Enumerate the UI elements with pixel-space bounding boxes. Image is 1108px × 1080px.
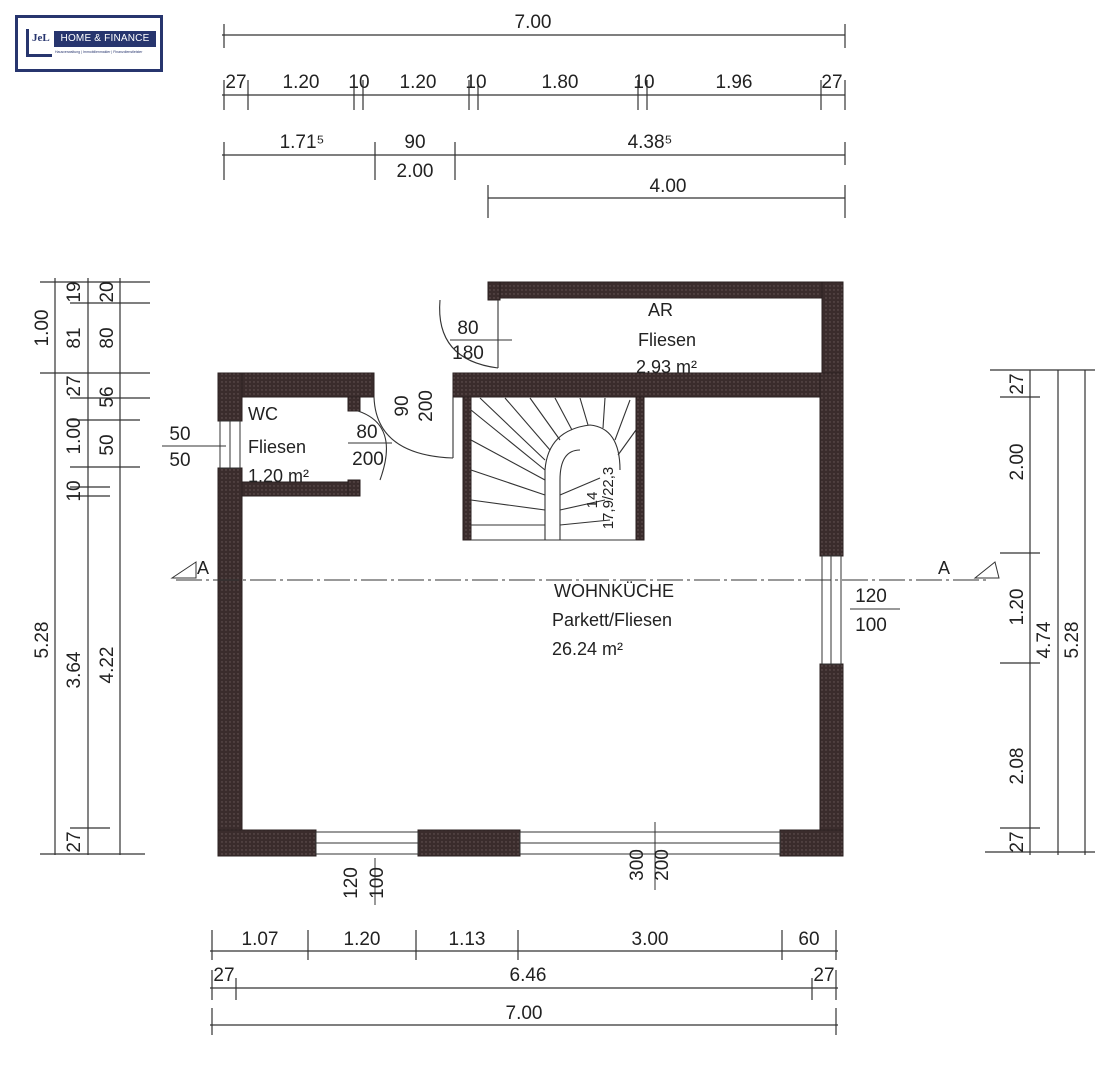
dim-top-detail: 10 — [465, 72, 486, 93]
dim-left: 80 — [97, 327, 118, 348]
window-south-height: 100 — [367, 867, 388, 899]
dim-top-detail: 1.96 — [716, 72, 753, 93]
dim-left: 20 — [97, 281, 118, 302]
opening-texts: 80 180 90 200 80 200 50 50 120 100 120 1… — [169, 318, 886, 899]
stair-labels: 14 17,9/22,3 — [584, 467, 617, 530]
logo-name: HOME & FINANCE — [54, 31, 156, 47]
door-swings — [357, 299, 499, 481]
section-line: A A — [170, 558, 1000, 581]
stair-step: 17,9/22,3 — [600, 467, 617, 530]
room-ar: AR Fliesen 2.93 m² — [636, 300, 697, 377]
dim-top-detail: 27 — [821, 72, 842, 93]
dim-bottom: 60 — [798, 929, 819, 950]
window-east-width: 120 — [855, 586, 887, 607]
door-main-height: 200 — [416, 390, 437, 422]
dim-left: 3.64 — [64, 651, 85, 688]
top-dimension-labels: 7.00 27 1.20 10 1.20 10 1.80 10 1.96 27 … — [225, 12, 842, 197]
door-ar-height: 180 — [452, 343, 484, 364]
room-wc: WC Fliesen 1.20 m² — [248, 404, 309, 486]
logo-tagline: Hausverwaltung | Immobilienmakler | Fina… — [55, 50, 143, 54]
staircase — [470, 397, 637, 541]
dim-bottom: 27 — [813, 965, 834, 986]
room-area: 2.93 m² — [636, 357, 697, 377]
dim-top-row3-sub: 2.00 — [397, 161, 434, 182]
window-wc-height: 50 — [169, 450, 190, 471]
dim-right: 2.08 — [1007, 748, 1028, 785]
room-wohnkueche: WOHNKÜCHE Parkett/Fliesen 26.24 m² — [552, 581, 674, 659]
section-label-left: A — [197, 558, 209, 578]
dim-bottom: 27 — [213, 965, 234, 986]
room-name: AR — [648, 300, 673, 320]
logo-mark-text: JeL — [32, 32, 50, 44]
door-ar-width: 80 — [457, 318, 478, 339]
window-south-width: 120 — [341, 867, 362, 899]
window-east-height: 100 — [855, 615, 887, 636]
dim-left: 56 — [97, 386, 118, 407]
dim-top-detail: 10 — [348, 72, 369, 93]
left-dimension-chains — [40, 278, 150, 855]
windows — [219, 420, 842, 855]
section-label-right: A — [938, 558, 950, 578]
door-south-width: 300 — [627, 849, 648, 881]
dim-bottom: 6.46 — [510, 965, 547, 986]
dim-left: 5.28 — [32, 622, 53, 659]
dim-left: 27 — [64, 375, 85, 396]
opening-labels — [162, 339, 900, 905]
room-area: 26.24 m² — [552, 639, 623, 659]
company-logo: JeL HOME & FINANCE Hausverwaltung | Immo… — [15, 15, 163, 72]
dim-bottom: 1.07 — [242, 929, 279, 950]
logo-mark — [26, 29, 52, 57]
dim-top-row3: 1.71⁵ — [280, 132, 325, 153]
dim-top-detail: 1.20 — [283, 72, 320, 93]
door-wc-height: 200 — [352, 449, 384, 470]
left-dimension-labels: 1.00 5.28 19 81 27 1.00 10 3.64 27 20 80… — [32, 281, 118, 852]
room-name: WOHNKÜCHE — [554, 581, 674, 601]
bottom-dimension-chains — [210, 930, 838, 1035]
dim-bottom: 1.13 — [449, 929, 486, 950]
room-name: WC — [248, 404, 278, 424]
dim-top-detail: 10 — [633, 72, 654, 93]
dim-top-detail: 1.20 — [400, 72, 437, 93]
dim-left: 10 — [64, 480, 85, 501]
right-dimension-chains — [985, 369, 1095, 855]
room-floor: Fliesen — [248, 437, 306, 457]
dim-top-detail: 27 — [225, 72, 246, 93]
dim-left: 19 — [64, 281, 85, 302]
dim-bottom: 3.00 — [632, 929, 669, 950]
dim-top-total: 7.00 — [515, 12, 552, 33]
right-dimension-labels: 27 2.00 1.20 2.08 27 4.74 5.28 — [1007, 373, 1083, 852]
top-dimension-chains — [222, 24, 846, 218]
dim-left: 50 — [97, 434, 118, 455]
dim-right: 2.00 — [1007, 444, 1028, 481]
door-main-width: 90 — [392, 395, 413, 416]
dim-bottom: 1.20 — [344, 929, 381, 950]
dim-right: 4.74 — [1034, 621, 1055, 658]
dim-top-row3: 4.38⁵ — [628, 132, 673, 153]
dim-bottom-total: 7.00 — [506, 1003, 543, 1024]
dim-right: 5.28 — [1062, 622, 1083, 659]
window-wc-width: 50 — [169, 424, 190, 445]
dim-left: 1.00 — [32, 310, 53, 347]
stair-height: 14 — [584, 492, 601, 509]
door-wc-width: 80 — [356, 422, 377, 443]
dim-right: 1.20 — [1007, 589, 1028, 626]
room-area: 1.20 m² — [248, 466, 309, 486]
dim-top-row3: 90 — [404, 132, 425, 153]
dim-left: 4.22 — [97, 647, 118, 684]
room-floor: Parkett/Fliesen — [552, 610, 672, 630]
dim-left: 81 — [64, 327, 85, 348]
walls — [217, 281, 844, 857]
dim-right: 27 — [1007, 373, 1028, 394]
dim-right: 27 — [1007, 831, 1028, 852]
dim-top-row4: 4.00 — [650, 176, 687, 197]
dim-left: 27 — [64, 831, 85, 852]
dim-left: 1.00 — [64, 418, 85, 455]
room-floor: Fliesen — [638, 330, 696, 350]
door-south-height: 200 — [652, 849, 673, 881]
dim-top-detail: 1.80 — [542, 72, 579, 93]
bottom-dimension-labels: 1.07 1.20 1.13 3.00 60 27 6.46 27 7.00 — [213, 929, 834, 1024]
